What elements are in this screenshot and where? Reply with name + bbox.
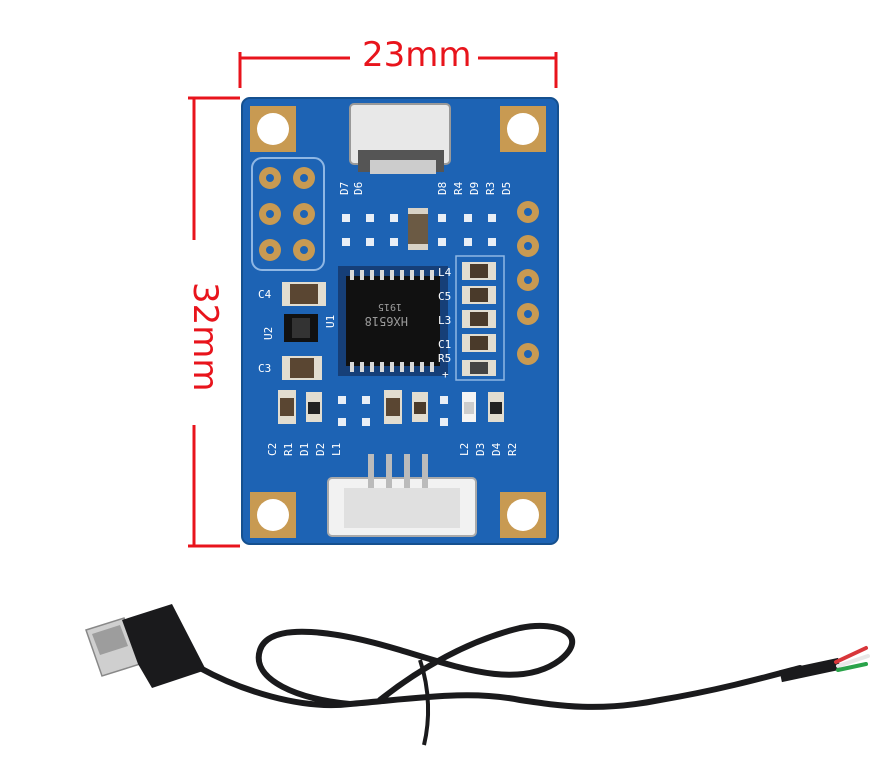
label-r1: R1 [282,443,295,456]
cable-wire [197,665,803,710]
main-ic-chip: HX6518 1915 [338,266,448,376]
label-d4: D4 [490,442,503,456]
pcb-board: HX6518 1915 [241,97,559,545]
right-components [455,255,505,381]
mounting-hole-top-right [500,106,546,152]
mounting-hole-top-left [250,106,296,152]
label-d3: D3 [474,443,487,456]
cable-end-jacket [779,657,841,683]
label-d1: D1 [298,443,311,456]
height-dimension-line [188,96,240,548]
side-header-pads [517,201,539,365]
label-d9: D9 [468,182,481,195]
label-c5: C5 [438,290,451,303]
width-dimension-label: 23mm [362,35,472,75]
silkscreen-labels: D7 D6 D8 R4 D9 R3 D5 C4 U2 U1 C3 L4 C5 L… [258,181,519,456]
chip-marking-2: 1915 [378,301,402,312]
bottom-components [278,390,504,426]
label-r5: R5 [438,352,451,365]
label-d8: D8 [436,182,449,195]
width-dimension-line [238,52,558,88]
top-connector [349,103,451,174]
label-d6: D6 [352,182,365,195]
label-c3: C3 [258,362,271,375]
usb-plug-metal [85,617,141,677]
left-components [282,282,326,380]
label-l2: L2 [458,443,471,456]
label-c2: C2 [266,443,279,456]
label-plus: + [442,368,449,381]
cable-loop [255,622,576,707]
label-r4: R4 [452,181,465,195]
label-l4: L4 [438,266,452,279]
label-d2: D2 [314,443,327,456]
mounting-hole-bottom-left [250,492,296,538]
label-c4: C4 [258,288,272,301]
label-u2: U2 [262,327,275,340]
label-d7: D7 [338,182,351,195]
smd-components-top [408,208,428,250]
label-c1: C1 [438,338,451,351]
mounting-hole-bottom-right [500,492,546,538]
cable-wire-ends [834,646,870,672]
chip-marking-1: HX6518 [365,314,408,328]
usb-plug-housing [122,604,206,688]
label-d5: D5 [500,182,513,195]
label-u1: U1 [324,315,337,328]
label-r3: R3 [484,182,497,195]
header-pads-2x3 [251,157,325,271]
label-r2: R2 [506,443,519,456]
label-l3: L3 [438,314,451,327]
bottom-connector [327,454,477,537]
label-l1: L1 [330,443,343,456]
usb-cable [85,604,870,746]
